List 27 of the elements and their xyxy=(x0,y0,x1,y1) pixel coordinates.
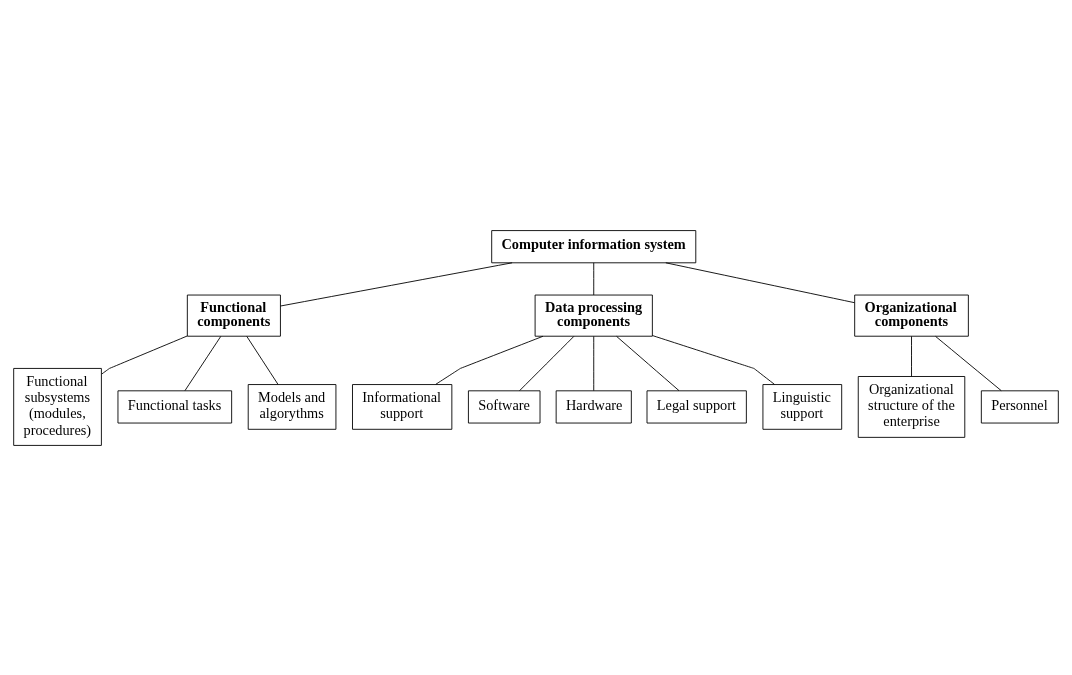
connector xyxy=(280,261,513,306)
connector xyxy=(616,335,680,391)
connector xyxy=(665,261,855,303)
node-box: Data processing components xyxy=(534,294,653,337)
node-box: Personnel xyxy=(980,389,1059,423)
node-box: Linguistic support xyxy=(762,383,843,430)
node-box: Organizational components xyxy=(854,294,969,337)
connector xyxy=(435,335,544,385)
connector xyxy=(911,335,912,377)
node-box: Models and algorythms xyxy=(247,383,337,430)
connector xyxy=(246,335,279,385)
node-box: Hardware xyxy=(555,389,632,423)
connector xyxy=(652,334,775,385)
node-box: Functional tasks xyxy=(117,389,233,423)
connector xyxy=(935,335,1002,391)
connector xyxy=(593,261,595,295)
node-box: Software xyxy=(467,389,541,423)
connector xyxy=(519,335,575,391)
node-box: Computer information system xyxy=(491,229,697,263)
connector xyxy=(593,335,595,391)
connector xyxy=(184,335,222,391)
node-box: Informational support xyxy=(352,383,453,430)
node-box: Organizational structure of the enterprise xyxy=(857,375,966,438)
node-box: Functional subsystems (modules, procedures) xyxy=(13,367,102,446)
node-box: Legal support xyxy=(646,389,747,423)
connector xyxy=(101,335,188,374)
node-box: Functional components xyxy=(186,294,281,337)
